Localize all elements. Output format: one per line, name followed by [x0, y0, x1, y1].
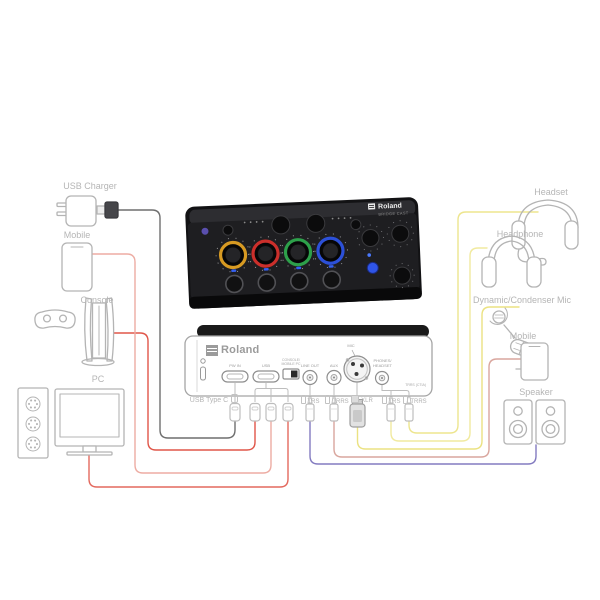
mobile-right-icon	[520, 342, 549, 381]
jack-aux	[326, 369, 342, 386]
switch-console-mobile-pc	[282, 368, 300, 380]
jack-phones-headset	[374, 370, 390, 386]
label-console: Console	[80, 295, 114, 305]
jack-mic-xlr	[343, 355, 371, 383]
plug-glyph	[403, 395, 409, 404]
cable-aux-to-mobile-right	[333, 358, 522, 458]
label-phones-headset: PHONES/ HEADSET	[373, 358, 392, 368]
pc-icon	[17, 387, 125, 459]
jack-line-out	[302, 369, 318, 386]
label-usb-type-c: USB Type C	[188, 394, 240, 405]
mobile-left-icon	[61, 242, 93, 292]
usbc-plug-pc	[282, 402, 294, 422]
trrs-plug-phones	[404, 396, 414, 422]
trrs-plug-aux	[329, 396, 339, 422]
usb-charger-icon	[56, 195, 119, 227]
plug-glyph	[381, 395, 387, 404]
label-port-usb: USB	[261, 363, 271, 368]
label-phones-note: TRRS (CTIA)	[405, 383, 426, 387]
xlr-glyph	[351, 395, 360, 403]
front-brand-text: Roland	[378, 203, 402, 211]
port-usb	[252, 370, 280, 383]
label-usb-charger: USB Charger	[63, 181, 117, 191]
usbc-plug-mobile	[265, 402, 277, 422]
usbc-glyph	[231, 394, 239, 403]
cable-xlr-to-mic	[356, 306, 520, 450]
rear-roland-logo: Roland	[206, 344, 259, 356]
label-line-out: LINE OUT	[300, 363, 320, 368]
label-trs-phones: TRS	[379, 395, 403, 406]
label-trrs-phones: TRRS	[400, 395, 430, 406]
label-pc: PC	[91, 374, 105, 384]
label-trrs-aux: TRRS	[322, 395, 352, 406]
front-model-text: BRIDGE CAST	[378, 211, 409, 216]
trs-plug-line-out	[305, 396, 315, 422]
connector-brackets	[234, 382, 410, 403]
label-mobile-right: Mobile	[509, 331, 537, 341]
plug-glyph	[325, 395, 331, 404]
cable-console-to-usb	[113, 332, 256, 451]
label-port-pw-in: PW IN	[229, 363, 241, 368]
headset-icon	[511, 199, 579, 266]
trs-plug-phones	[386, 396, 396, 422]
label-xlr: XLR	[348, 395, 376, 405]
label-aux: AUX	[329, 363, 339, 368]
cables	[88, 209, 539, 488]
port-pw-in	[221, 370, 249, 383]
label-trs-line: TRS	[298, 395, 322, 406]
rear-brand-text: Roland	[221, 344, 260, 356]
channel-knobs	[215, 233, 349, 294]
rear-panel	[184, 325, 433, 397]
rear-top-edge	[197, 325, 429, 338]
cable-lineout-to-speaker	[309, 420, 537, 465]
headphone-icon	[481, 235, 542, 288]
security-lock-icon	[200, 358, 206, 381]
cable-usb-charger-to-pwin	[117, 209, 236, 439]
front-roland-logo-block	[367, 203, 376, 210]
label-headset: Headset	[534, 187, 568, 197]
label-mobile-left: Mobile	[63, 230, 91, 240]
mixer-front-view: Roland BRIDGE CAST	[185, 197, 422, 309]
mixer-right-section	[356, 220, 415, 289]
console-icon	[34, 297, 115, 367]
label-speaker: Speaker	[519, 387, 553, 397]
plug-glyph	[300, 395, 306, 404]
roland-logo-block-icon	[206, 344, 218, 356]
cable-trrs-to-headset	[408, 211, 539, 434]
label-mic: Dynamic/Condenser Mic	[472, 295, 572, 305]
cable-mobile-left-to-usb	[91, 253, 272, 474]
usbc-plug-power	[229, 402, 241, 422]
mic-label-pointer	[351, 349, 356, 357]
label-switch: CONSOLE/ MOBILE PC	[281, 358, 301, 367]
label-headphone: Headphone	[496, 229, 544, 239]
usbc-plug-console	[249, 402, 261, 422]
speaker-icon	[503, 399, 566, 445]
cable-trs-to-headphone	[390, 247, 488, 442]
label-mic-port: MIC	[347, 343, 355, 348]
cable-pc-to-usb	[88, 420, 289, 488]
